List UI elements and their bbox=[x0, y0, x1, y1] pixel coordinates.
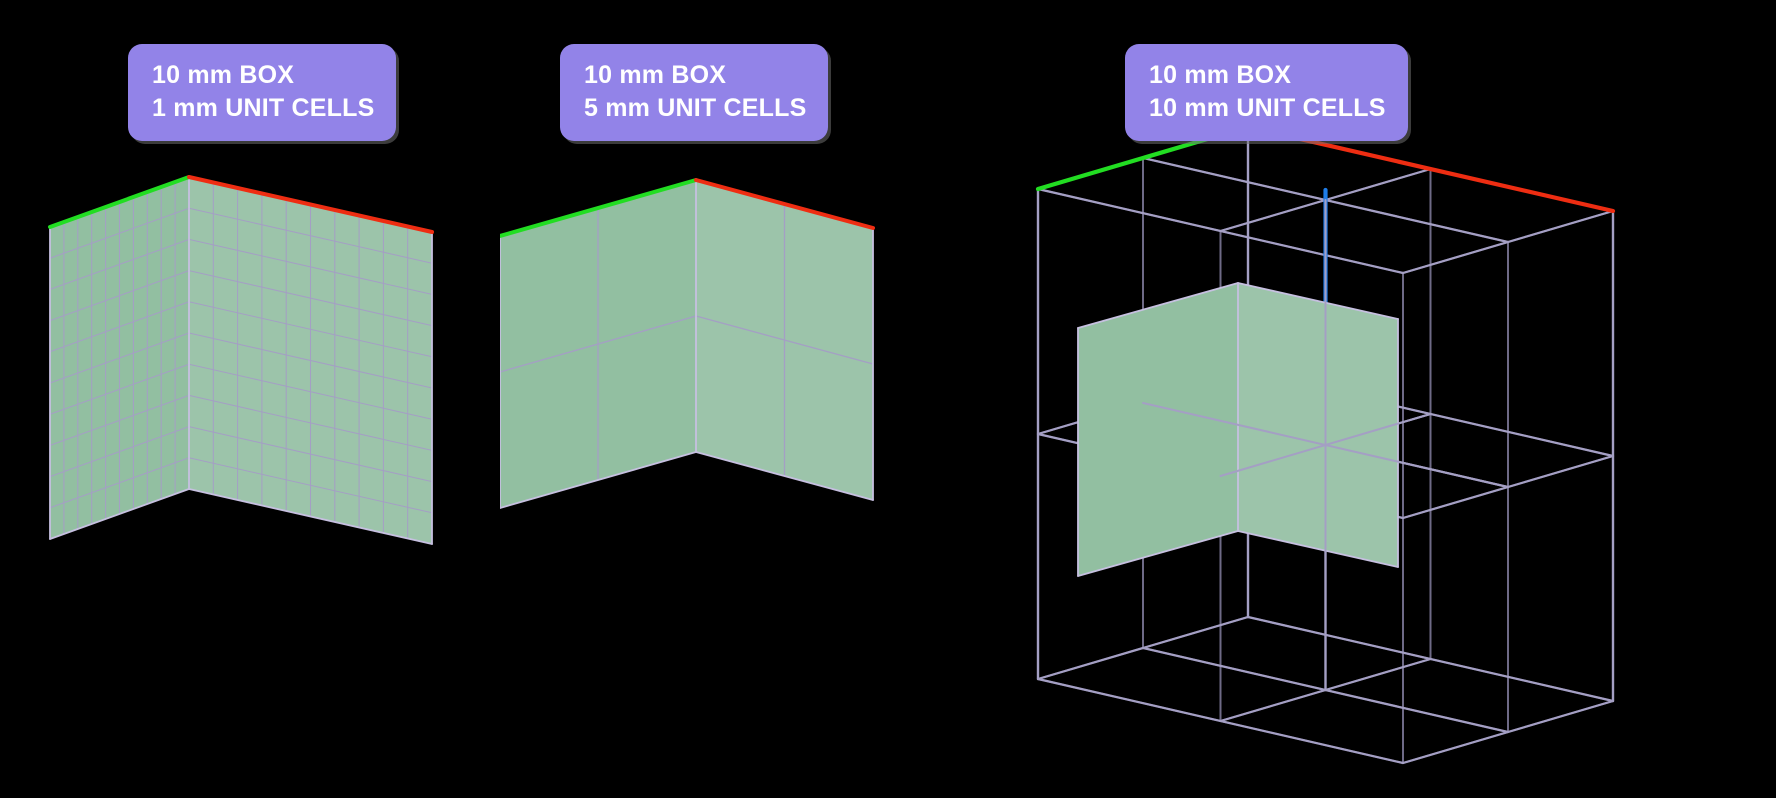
callout-label-3: 10 mm BOX 10 mm UNIT CELLS bbox=[1125, 44, 1408, 141]
cube-geometry-1 bbox=[48, 175, 434, 545]
axis-y-green bbox=[500, 178, 698, 238]
callout-label-1: 10 mm BOX 1 mm UNIT CELLS bbox=[128, 44, 397, 141]
axis-x-red bbox=[1245, 124, 1616, 214]
view-2-mesh-5mm bbox=[500, 0, 980, 798]
axis-y-green bbox=[48, 175, 191, 229]
cube-render-2 bbox=[500, 178, 875, 509]
callout-2-line-1: 10 mm BOX bbox=[584, 61, 727, 89]
view-1-mesh-1mm bbox=[0, 0, 500, 798]
cube-right-face bbox=[1238, 283, 1398, 567]
cube-render-1 bbox=[48, 175, 434, 545]
cube-render-3 bbox=[1035, 124, 1616, 765]
axis-x-red bbox=[187, 175, 434, 234]
cube-geometry-2 bbox=[500, 178, 875, 509]
cube-geometry-3 bbox=[1035, 124, 1616, 765]
callout-label-2: 10 mm BOX 5 mm UNIT CELLS bbox=[560, 44, 829, 141]
view-3-mesh-10mm bbox=[980, 0, 1776, 798]
callout-1-line-2: 1 mm UNIT CELLS bbox=[152, 94, 375, 122]
callout-1-line-1: 10 mm BOX bbox=[152, 61, 295, 89]
cube-left-face bbox=[1078, 283, 1238, 576]
axis-x-red bbox=[694, 178, 875, 230]
callout-3-line-1: 10 mm BOX bbox=[1149, 61, 1292, 89]
callout-2-line-2: 5 mm UNIT CELLS bbox=[584, 94, 807, 122]
callout-3-line-2: 10 mm UNIT CELLS bbox=[1149, 94, 1386, 122]
